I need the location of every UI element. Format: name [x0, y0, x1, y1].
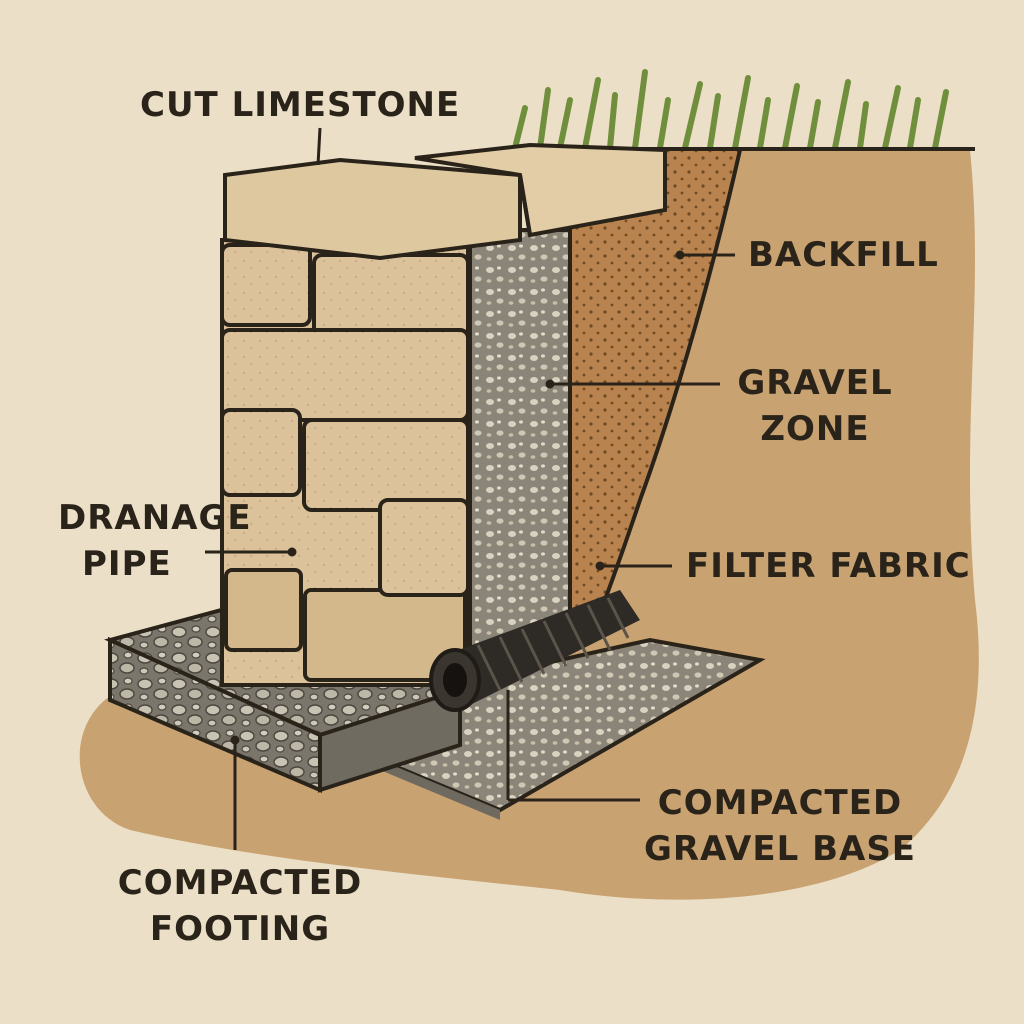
grass	[512, 69, 949, 151]
label-backfill: BACKFILL	[748, 235, 939, 275]
label-cut-limestone: CUT LIMESTONE	[140, 85, 461, 125]
label-filter-fabric: FILTER FABRIC	[686, 546, 971, 586]
filter-fabric-line	[588, 149, 742, 641]
label-compacted-gravel-base-line-2: GRAVEL BASE	[643, 829, 917, 869]
label-drainage-pipe-line-2: PIPE	[82, 544, 172, 584]
label-gravel-zone-line-1: GRAVEL	[737, 363, 893, 403]
cut-limestone-leader	[316, 127, 322, 166]
label-compacted-footing: COMPACTED FOOTING	[110, 860, 370, 952]
label-gravel-zone: GRAVEL ZONE	[735, 360, 895, 452]
label-compacted-footing-line-2: FOOTING	[149, 909, 331, 949]
label-compacted-gravel-base-line-1: COMPACTED	[657, 783, 903, 823]
label-drainage-pipe: DRANAGE PIPE	[58, 495, 252, 587]
gravel-zone	[468, 228, 572, 652]
label-compacted-footing-line-1: COMPACTED	[117, 863, 363, 903]
label-compacted-gravel-base: COMPACTED GRAVEL BASE	[640, 780, 920, 872]
label-gravel-zone-line-2: ZONE	[760, 409, 870, 449]
label-drainage-pipe-line-1: DRANAGE	[58, 498, 252, 538]
drainage-pipe	[429, 590, 640, 712]
cut-limestone-wall	[220, 142, 667, 687]
compacted-footing-side	[318, 687, 462, 793]
